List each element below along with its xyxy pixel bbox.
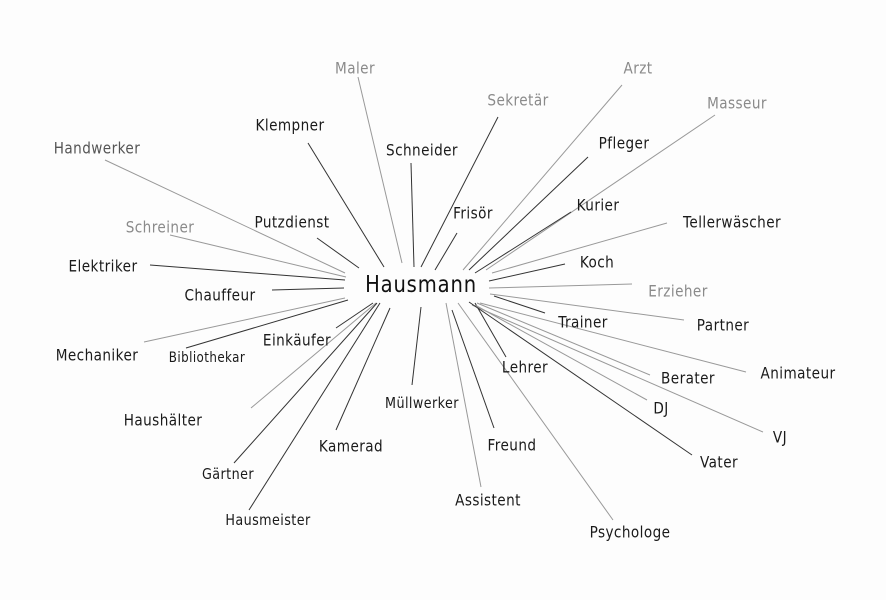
word: Tellerwäscher [682,212,782,232]
word: Pfleger [598,133,650,153]
line-masseur [485,114,716,271]
line-frisoer [434,232,458,271]
word: Frisör [453,203,493,223]
word: Assistent [455,490,521,510]
line-klempner [307,142,385,268]
line-dj [474,304,648,401]
word: Handwerker [53,138,141,158]
line-putzdienst [316,237,360,269]
line-schreiner [169,234,347,278]
line-psychologe [457,302,614,521]
word: Schreiner [125,217,195,237]
line-haushaelter [250,302,377,409]
word: Mechaniker [55,345,139,365]
word: Einkäufer [262,330,332,350]
word: DJ [653,398,669,418]
line-berater [476,302,651,376]
line-vj [471,304,764,433]
line-handwerker [104,159,346,274]
line-einkaeufer [335,302,374,329]
word: Partner [696,315,750,335]
line-animateur [479,302,747,373]
line-koch [488,263,566,282]
line-bibliothekar [185,299,349,349]
line-chauffeur [271,287,345,291]
word: Elektriker [68,256,138,276]
word: Freund [487,435,537,455]
word: Schneider [386,140,458,160]
line-freund [451,309,495,429]
word: Gärtner [201,465,255,483]
word: Trainer [558,312,608,332]
line-muellwerker [411,306,422,386]
word: Bibliothekar [168,350,246,366]
line-assistent [445,302,482,488]
line-mechaniker [143,297,346,343]
line-pfleger [468,156,589,271]
line-lehrer [474,302,507,358]
line-schneider [410,162,415,268]
word: Kamerad [318,436,384,456]
line-elektriker [149,264,346,281]
word: Psychologe [589,522,671,542]
line-hausmeister [248,302,381,511]
word: Chauffeur [184,285,256,305]
word: Erzieher [648,281,708,301]
word: Masseur [707,93,767,113]
line-kamerad [335,307,391,431]
line-vater [468,301,693,456]
word: Klempner [255,115,325,135]
word: Berater [661,368,715,388]
line-erzieher [488,283,633,289]
line-arzt [462,84,623,271]
word: Haushälter [123,410,203,430]
center-word: Hausmann [365,272,477,298]
word: Vater [700,452,738,472]
line-sekretaer [420,116,499,268]
word: Koch [579,252,615,272]
line-gaertner [233,302,378,464]
line-tellerwaescher [491,222,668,274]
word: Lehrer [501,357,549,377]
word: Putzdienst [254,212,330,232]
word: VJ [772,427,788,447]
word: Animateur [760,363,836,383]
word: Sekretär [487,90,549,110]
word: Hausmeister [225,511,311,529]
word: Arzt [623,58,653,78]
line-partner [489,293,685,321]
line-maler [357,76,403,264]
word: Kurier [576,195,620,215]
line-kurier [474,211,572,274]
word: Müllwerker [385,394,459,412]
line-trainer [493,295,546,314]
word: Maler [335,58,375,78]
